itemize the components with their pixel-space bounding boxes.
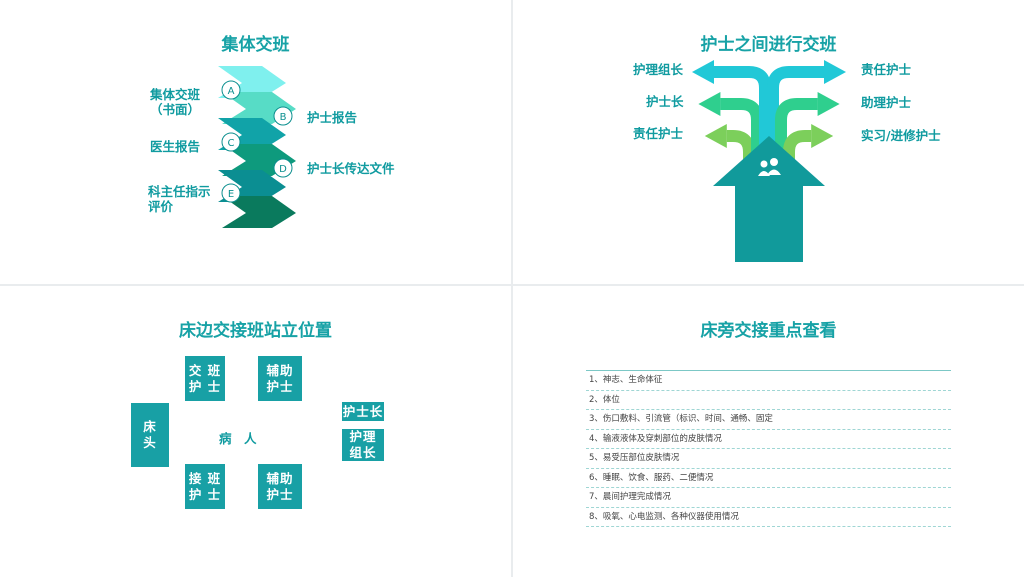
label-head-nurse-documents: 护士长传达文件 <box>307 161 395 176</box>
step-circle <box>273 106 293 126</box>
list-item: 2、体位 <box>586 391 951 410</box>
checklist: 1、神志、生命体征 2、体位 3、伤口敷料、引流管（标识、时间、通畅、固定 4、… <box>586 370 951 527</box>
assistant-nurse-top-box: 辅助 护士 <box>258 356 302 401</box>
arrow-tree-diagram <box>692 60 846 262</box>
label-nurse-report: 护士报告 <box>307 110 358 125</box>
list-item: 7、晨间护理完成情况 <box>586 488 951 508</box>
step-circle <box>221 80 241 100</box>
arrow-right-cyan-stem <box>767 66 824 178</box>
list-item: 4、输液液体及穿刺部位的皮肤情况 <box>586 430 951 449</box>
arrow-right-lime-head <box>811 124 834 148</box>
panel-shift-collective: 集体交班 A B C D E 集体交班 （书面） 护士报告 医生报告 护士长传达文件 科… <box>0 0 511 284</box>
people-icon-body-2 <box>767 169 781 175</box>
head-nurse-box: 护士长 <box>342 402 384 421</box>
chevron-segment <box>222 196 296 228</box>
label-assistant-nurse-right: 助理护士 <box>861 95 912 110</box>
people-icon-2 <box>760 160 768 168</box>
label-team-leader-left: 护理组长 <box>633 62 684 77</box>
list-item: 8、吸氧、心电监测、各种仪器使用情况 <box>586 508 951 527</box>
label-intern-nurse-right: 实习/进修护士 <box>861 128 941 143</box>
arrow-left-green-stem <box>720 98 763 178</box>
arrow-right-green-stem <box>775 98 818 178</box>
list-item: 5、易受压部位皮肤情况 <box>586 449 951 469</box>
panel-bedside-checklist: 床旁交接重点查看 1、神志、生命体征 2、体位 3、伤口敷料、引流管（标识、时间… <box>513 286 1024 577</box>
panel-title: 床旁交接重点查看 <box>700 321 837 341</box>
handover-nurse-box: 交 班 护 士 <box>185 356 225 401</box>
arrow-left-green-head <box>698 92 721 116</box>
list-top-border <box>586 370 951 371</box>
arrow-right-lime-stem <box>783 130 812 178</box>
label-head-nurse-left: 护士长 <box>646 94 684 109</box>
step-circle <box>221 132 241 152</box>
step-circle <box>273 158 293 178</box>
label-primary-nurse-left: 责任护士 <box>633 126 684 141</box>
list-item: 3、伤口敷料、引流管（标识、时间、通畅、固定 <box>586 410 951 430</box>
team-leader-box: 护理 组长 <box>342 429 384 461</box>
step-letter: D <box>279 164 287 175</box>
bed-head-box: 床 头 <box>131 403 169 467</box>
arrow-left-lime-head <box>704 124 727 148</box>
list-item: 1、神志、生命体征 <box>586 371 951 391</box>
arrow-left-cyan-head <box>692 60 714 84</box>
label-doctor-report: 医生报告 <box>150 139 201 154</box>
label-primary-nurse-right: 责任护士 <box>861 62 912 77</box>
panel-nurse-handover: 护士之间进行交班 护理组长 护士长 责任护士 责任护士 助理护士 实习/进修护士 <box>513 0 1024 284</box>
panel-title: 护士之间进行交班 <box>700 35 837 55</box>
receiving-nurse-box: 接 班 护 士 <box>185 464 225 509</box>
arrow-left-cyan-stem <box>714 66 771 178</box>
people-icon <box>770 158 778 166</box>
people-icon-body <box>758 171 770 176</box>
panel-title: 集体交班 <box>221 35 290 55</box>
assistant-nurse-bottom-box: 辅助 护士 <box>258 464 302 509</box>
panel-bedside-positions: 床边交接班站立位置 床 头 交 班 护 士 辅助 护士 接 班 护 士 辅助 护… <box>0 286 511 577</box>
arrow-right-cyan-head <box>824 60 846 84</box>
zigzag-diagram: A B C D E <box>218 66 296 228</box>
panel-title: 床边交接班站立位置 <box>179 321 332 341</box>
step-letter: C <box>228 138 235 149</box>
arrow-left-lime-stem <box>726 130 755 178</box>
list-item: 6、睡眠、饮食、服药、二便情况 <box>586 469 951 488</box>
house-arrow <box>713 136 825 262</box>
step-circle <box>221 183 241 203</box>
label-collective-handover: 集体交班 （书面） <box>150 87 201 117</box>
step-letter: B <box>280 112 287 123</box>
label-director-instructions: 科主任指示 评价 <box>148 184 211 214</box>
patient-label: 病 人 <box>219 431 257 446</box>
arrow-right-green-head <box>817 92 840 116</box>
step-letter: A <box>228 86 235 97</box>
step-letter: E <box>228 189 234 200</box>
